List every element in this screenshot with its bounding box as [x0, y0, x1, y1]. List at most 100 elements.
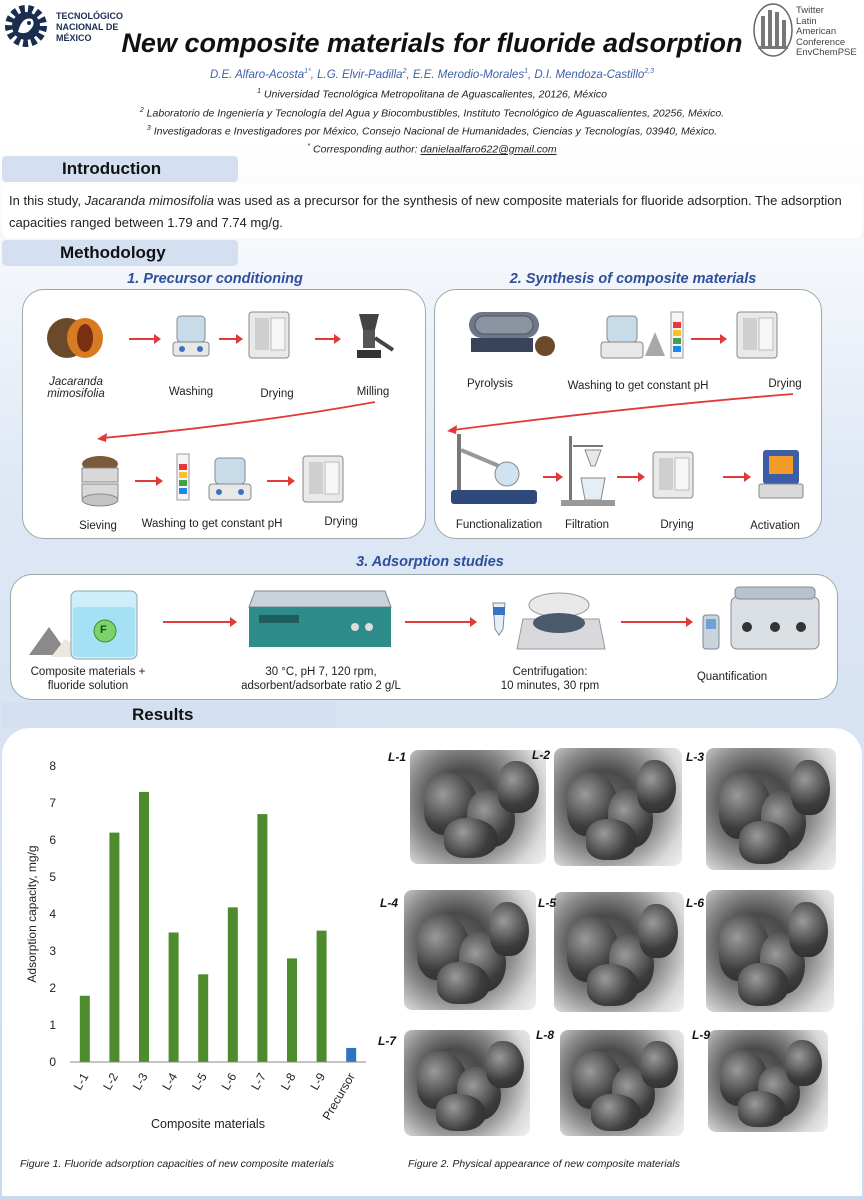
- logo-text-line: Latin: [796, 15, 817, 27]
- arrow-right-icon: [129, 334, 161, 344]
- filtration-icon: [561, 436, 615, 506]
- logo-text-line: Conference: [796, 36, 846, 48]
- bar-l-8: [287, 958, 297, 1062]
- synthesis-panel: Pyrolysis Washing to get constant pH Dry…: [434, 289, 822, 539]
- step-label: Drying: [660, 519, 694, 531]
- affil-sup: 2: [139, 107, 144, 114]
- oven-icon: [652, 451, 694, 499]
- x-tick-label: L-6: [219, 1070, 240, 1092]
- bar-l-9: [316, 930, 327, 1062]
- y-tick-label: 5: [49, 870, 56, 884]
- shaker-bath-icon: [248, 590, 392, 647]
- arrow-right-icon: [219, 334, 243, 344]
- step3-title: 3. Adsorption studies: [356, 554, 504, 570]
- step3-label-line: adsorbent/adsorbate ratio 2 g/L: [241, 680, 401, 692]
- step3-label: Composite materials + fluoride solution: [13, 665, 163, 693]
- species-name: Jacaranda mimosifolia: [84, 193, 214, 208]
- logo-text-line: American: [796, 26, 837, 37]
- x-tick-label: L-9: [307, 1070, 328, 1092]
- poster-title: New composite materials for fluoride ads…: [121, 28, 743, 58]
- step-label: Pyrolysis: [466, 378, 513, 390]
- precursor-conditioning-panel: Jacaranda mimosifolia Washing Drying Mil…: [22, 289, 426, 539]
- y-axis-label: Adsorption capacity, mg/g: [25, 845, 39, 982]
- ph-stirrer-icon: [176, 453, 252, 501]
- bar-precursor: [346, 1047, 357, 1062]
- x-tick-label: L-3: [130, 1070, 151, 1092]
- affiliation-2: 2 Laboratorio de Ingeniería y Tecnología…: [0, 107, 864, 120]
- bar-l-3: [139, 791, 149, 1062]
- results-heading: Results: [2, 702, 336, 728]
- introduction-heading: Introduction: [2, 156, 238, 182]
- seed-pod-icon: [47, 318, 103, 358]
- furnace-tube-icon: [469, 312, 555, 356]
- step-label: Washing to get constant pH: [141, 518, 283, 530]
- affil-sup: *: [307, 143, 311, 150]
- step3-label: Centrifugation: 10 minutes, 30 rpm: [475, 665, 625, 693]
- methodology-heading: Methodology: [2, 240, 238, 266]
- grinder-icon: [357, 314, 395, 358]
- affil-text: Laboratorio de Ingeniería y Tecnología d…: [146, 107, 725, 120]
- oven-icon: [302, 455, 344, 503]
- step3-label-line: Centrifugation:: [512, 666, 588, 678]
- step-label: Activation: [750, 520, 800, 532]
- figure2-caption: Figure 2. Physical appearance of new com…: [408, 1158, 680, 1170]
- arrow-right-icon: [405, 617, 477, 627]
- step3-label: 30 °C, pH 7, 120 rpm, adsorbent/adsorbat…: [211, 665, 431, 693]
- y-tick-label: 7: [49, 796, 56, 810]
- author-name: D.E. Alfaro-Acosta: [209, 68, 305, 81]
- ion-meter-icon: [702, 586, 820, 650]
- step3-label-line: 30 °C, pH 7, 120 rpm,: [265, 666, 377, 678]
- adsorption-panel: F Composite materials + fluoride solutio…: [10, 574, 838, 700]
- step-label: Jacaranda mimosifolia: [47, 376, 105, 400]
- muffle-furnace-icon: [758, 450, 804, 499]
- curved-arrow-icon: [447, 393, 794, 434]
- bar-l-6: [227, 907, 238, 1062]
- introduction-text: In this study, Jacaranda mimosifolia was…: [2, 184, 862, 238]
- x-tick-label: L-4: [159, 1070, 180, 1092]
- arrow-right-icon: [543, 472, 563, 482]
- step-label: Drying: [768, 378, 802, 390]
- intro-text-part: In this study,: [9, 193, 85, 208]
- bar-l-7: [257, 814, 268, 1062]
- y-tick-label: 0: [49, 1055, 56, 1069]
- affil-sup: 3: [146, 125, 151, 132]
- y-tick-label: 8: [49, 759, 56, 773]
- y-tick-label: 2: [49, 981, 56, 995]
- curved-arrow-icon: [97, 401, 376, 442]
- fluoride-symbol: F: [100, 624, 107, 636]
- x-tick-label: L-2: [100, 1070, 121, 1092]
- x-tick-label: L-7: [248, 1070, 269, 1092]
- step-label: Filtration: [564, 519, 610, 531]
- arrow-right-icon: [617, 472, 645, 482]
- author-sup: 2,3: [644, 68, 655, 75]
- stirrer-icon: [172, 315, 210, 357]
- logo-text-line: Twitter: [796, 5, 824, 16]
- arrow-right-icon: [315, 334, 341, 344]
- oven-icon: [248, 311, 290, 359]
- step3-label-line: Composite materials +: [30, 666, 146, 678]
- conference-logo: Twitter Latin American Conference EnvChe…: [752, 2, 864, 62]
- step-label: Drying: [260, 388, 294, 400]
- arrow-right-icon: [723, 472, 751, 482]
- logo-text-line: EnvChemPSE: [796, 47, 857, 58]
- email-link[interactable]: danielaalfaro622@gmail.com: [420, 143, 557, 156]
- author-list: D.E. Alfaro-Acosta1*, L.G. Elvir-Padilla…: [209, 68, 655, 81]
- author-name: E.E. Merodio-Morales: [412, 68, 525, 81]
- figure1-caption: Figure 1. Fluoride adsorption capacities…: [20, 1158, 334, 1170]
- centrifuge-icon: [492, 592, 606, 650]
- x-tick-label: L-8: [278, 1070, 299, 1092]
- step-label: Washing: [168, 386, 214, 398]
- bar-l-5: [198, 974, 209, 1062]
- arrow-right-icon: [135, 476, 163, 486]
- corresponding-author: * Corresponding author: danielaalfaro622…: [0, 143, 864, 156]
- affiliation-1: 1 Universidad Tecnológica Metropolitana …: [0, 88, 864, 101]
- sieve-icon: [81, 456, 119, 507]
- beaker-fluoride-icon: [29, 590, 138, 660]
- logo-text-line: TECNOLÓGICO: [56, 11, 123, 21]
- step3-label-line: fluoride solution: [47, 680, 129, 692]
- author-name: D.I. Mendoza-Castillo: [534, 68, 645, 81]
- y-tick-label: 6: [49, 833, 56, 847]
- arrow-right-icon: [267, 476, 295, 486]
- bar-l-4: [168, 932, 179, 1062]
- tecnm-logo: TECNOLÓGICO NACIONAL DE MÉXICO: [2, 2, 152, 52]
